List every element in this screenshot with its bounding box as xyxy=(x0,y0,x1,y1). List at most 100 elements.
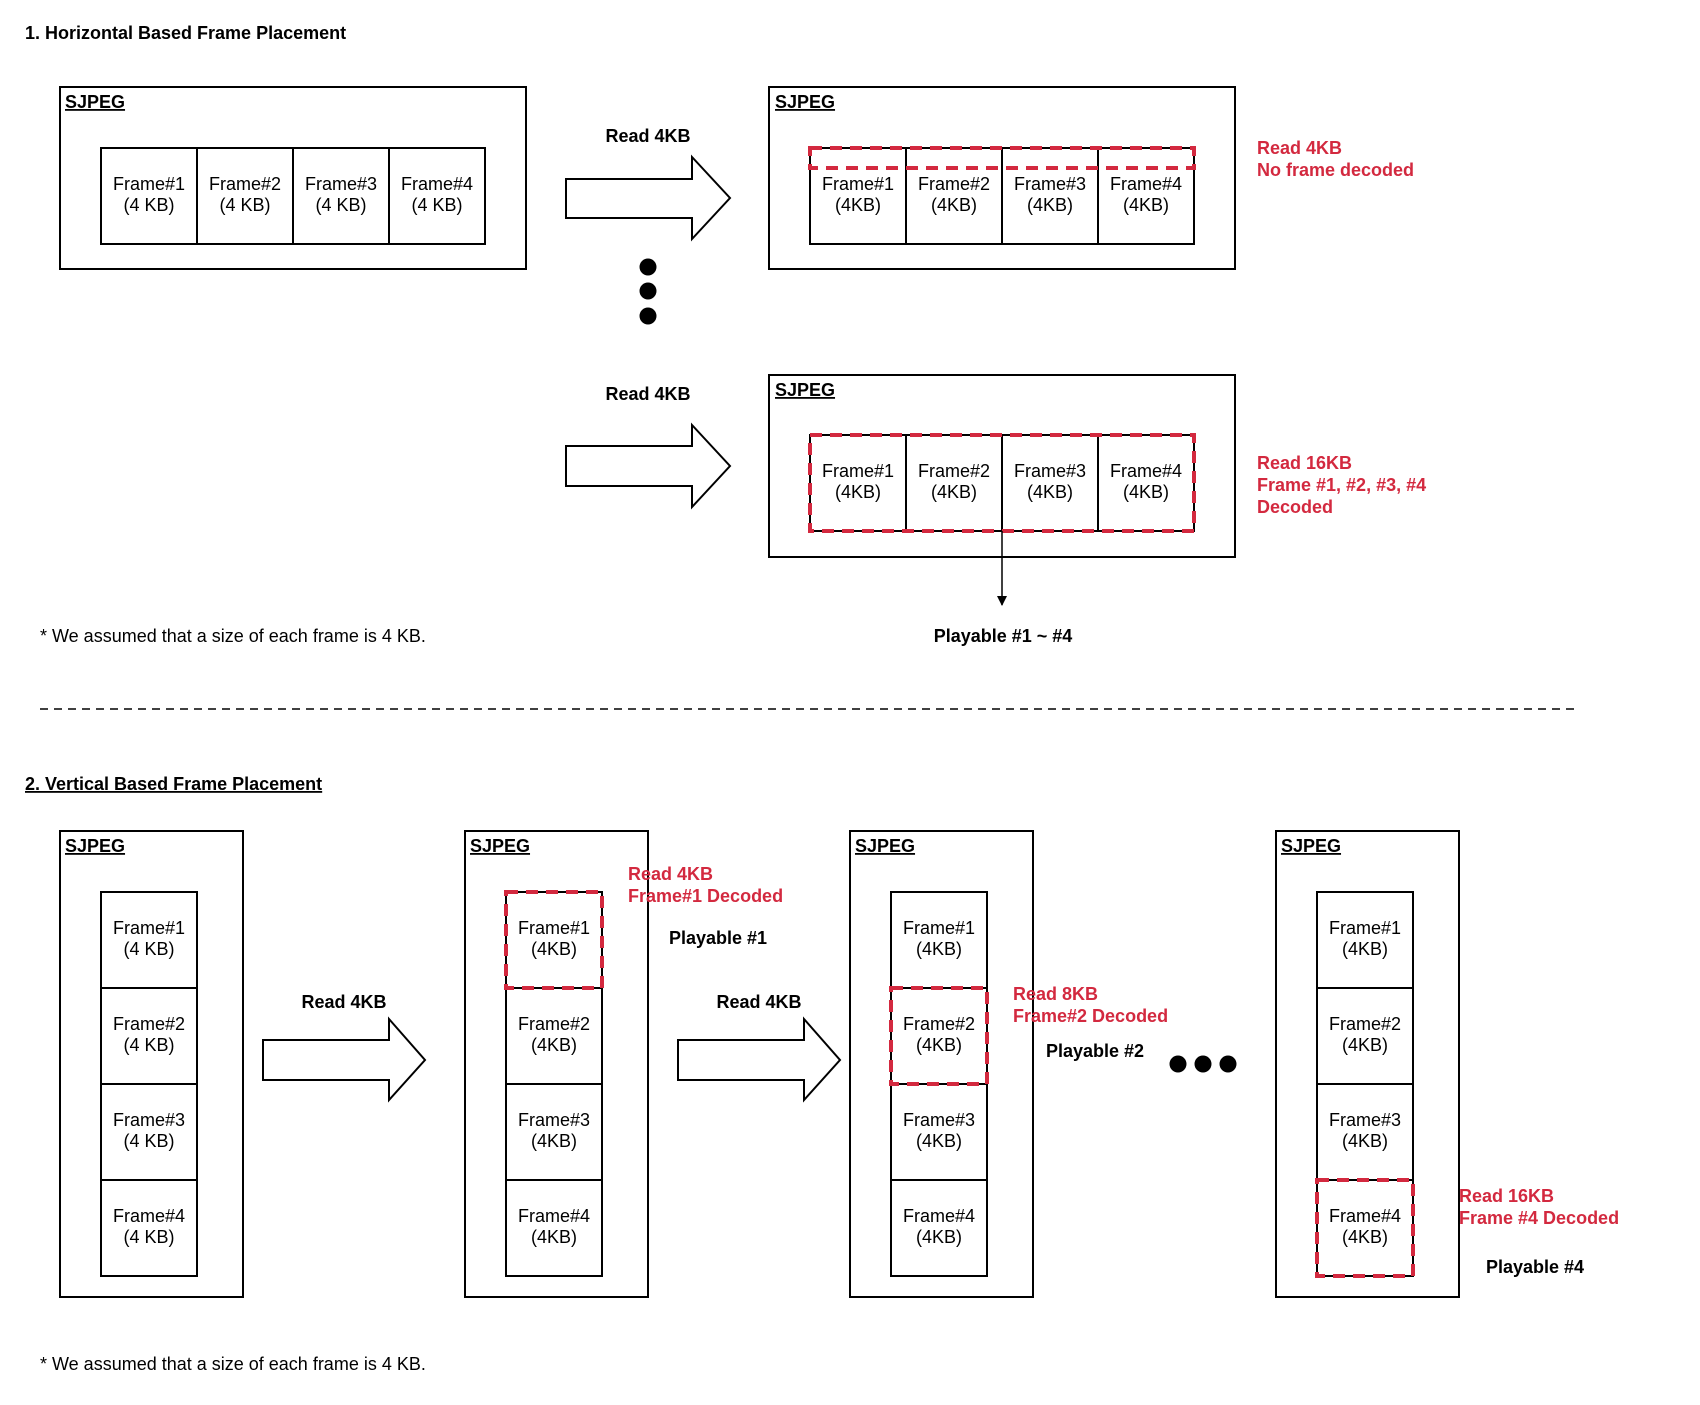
sjpeg-container-v-step1: SJPEG Frame#1 (4KB) Frame#2 (4KB) Frame#… xyxy=(464,830,649,1298)
decode-note: Frame #4 Decoded xyxy=(1459,1208,1619,1228)
read-note: Read 16KB xyxy=(1257,453,1352,473)
frame-cell-1: Frame#1 (4KB) xyxy=(505,891,603,989)
right-arrow-icon xyxy=(565,422,732,510)
frame-name: Frame#3 xyxy=(1014,461,1086,481)
frame-name: Frame#4 xyxy=(1329,1206,1401,1226)
frame-size: (4 KB) xyxy=(219,195,270,215)
frame-name: Frame#4 xyxy=(401,174,473,194)
container-label: SJPEG xyxy=(65,92,125,112)
frame-cell-2: Frame#2 (4KB) xyxy=(1316,987,1414,1085)
frame-name: Frame#2 xyxy=(1329,1014,1401,1034)
arrow-label: Read 4KB xyxy=(605,384,690,404)
arrow-label: Read 4KB xyxy=(301,992,386,1012)
frame-cell-4: Frame#4 (4KB) xyxy=(1097,434,1195,532)
frame-name: Frame#3 xyxy=(113,1110,185,1130)
frame-size: (4 KB) xyxy=(315,195,366,215)
frame-name: Frame#3 xyxy=(305,174,377,194)
sjpeg-container-h-original: SJPEG Frame#1 (4 KB) Frame#2 (4 KB) Fram… xyxy=(59,86,527,270)
read-region-highlight xyxy=(889,986,989,1086)
container-label: SJPEG xyxy=(65,836,125,856)
frame-cell-3: Frame#3 (4KB) xyxy=(890,1083,988,1181)
frame-size: (4 KB) xyxy=(123,1227,174,1247)
footnote: * We assumed that a size of each frame i… xyxy=(40,626,426,646)
frame-cell-4: Frame#4 (4KB) xyxy=(1097,147,1195,245)
frame-cell-4: Frame#4 (4 KB) xyxy=(100,1179,198,1277)
container-label: SJPEG xyxy=(775,380,835,400)
right-arrow-icon xyxy=(677,1016,842,1103)
frame-name: Frame#2 xyxy=(918,174,990,194)
frame-name: Frame#1 xyxy=(518,918,590,938)
frame-name: Frame#4 xyxy=(1110,461,1182,481)
frame-size: (4KB) xyxy=(531,939,577,959)
frame-size: (4KB) xyxy=(1027,482,1073,502)
container-label: SJPEG xyxy=(775,92,835,112)
frame-name: Frame#2 xyxy=(903,1014,975,1034)
sjpeg-container-v-step3: SJPEG Frame#1 (4KB) Frame#2 (4KB) Frame#… xyxy=(1275,830,1460,1298)
frame-size: (4KB) xyxy=(1123,482,1169,502)
frame-name: Frame#3 xyxy=(518,1110,590,1130)
frame-name: Frame#4 xyxy=(518,1206,590,1226)
frame-name: Frame#4 xyxy=(903,1206,975,1226)
sjpeg-container-h-step2: SJPEG Frame#1 (4KB) Frame#2 (4KB) Frame#… xyxy=(768,374,1236,558)
frame-size: (4KB) xyxy=(531,1227,577,1247)
frame-name: Frame#2 xyxy=(113,1014,185,1034)
read-note: Read 8KB xyxy=(1013,984,1098,1004)
frame-cell-3: Frame#3 (4 KB) xyxy=(100,1083,198,1181)
read-note: Read 16KB xyxy=(1459,1186,1554,1206)
decode-note: Frame#1 Decoded xyxy=(628,886,783,906)
frame-cell-1: Frame#1 (4 KB) xyxy=(100,891,198,989)
decode-note-cont: Decoded xyxy=(1257,497,1333,517)
section2-title: 2. Vertical Based Frame Placement xyxy=(25,774,322,794)
read-region-highlight xyxy=(808,146,1196,170)
frame-size: (4KB) xyxy=(531,1131,577,1151)
section1-title: 1. Horizontal Based Frame Placement xyxy=(25,23,346,43)
footnote: * We assumed that a size of each frame i… xyxy=(40,1354,426,1374)
frame-name: Frame#1 xyxy=(113,174,185,194)
container-label: SJPEG xyxy=(855,836,915,856)
frame-cell-4: Frame#4 (4KB) xyxy=(1316,1179,1414,1277)
frame-cell-2: Frame#2 (4 KB) xyxy=(100,987,198,1085)
frame-name: Frame#2 xyxy=(918,461,990,481)
frame-cell-3: Frame#3 (4KB) xyxy=(1001,147,1099,245)
frame-size: (4KB) xyxy=(1123,195,1169,215)
playable-label: Playable #4 xyxy=(1486,1257,1584,1277)
frame-cell-2: Frame#2 (4KB) xyxy=(905,434,1003,532)
frame-name: Frame#3 xyxy=(1329,1110,1401,1130)
frame-size: (4KB) xyxy=(1342,1227,1388,1247)
decode-note: No frame decoded xyxy=(1257,160,1414,180)
frame-cell-3: Frame#3 (4KB) xyxy=(1001,434,1099,532)
frame-name: Frame#4 xyxy=(1110,174,1182,194)
frame-size: (4 KB) xyxy=(123,1131,174,1151)
frame-name: Frame#2 xyxy=(209,174,281,194)
frame-cell-1: Frame#1 (4KB) xyxy=(890,891,988,989)
sjpeg-container-h-step1: SJPEG Frame#1 (4KB) Frame#2 (4KB) Frame#… xyxy=(768,86,1236,270)
frame-size: (4 KB) xyxy=(411,195,462,215)
frame-name: Frame#2 xyxy=(518,1014,590,1034)
frame-name: Frame#3 xyxy=(903,1110,975,1130)
frame-size: (4KB) xyxy=(835,195,881,215)
frame-size: (4 KB) xyxy=(123,195,174,215)
playable-label: Playable #1 ~ #4 xyxy=(934,626,1073,646)
arrow-label: Read 4KB xyxy=(716,992,801,1012)
frame-cell-1: Frame#1 (4 KB) xyxy=(100,147,198,245)
decode-note: Frame#2 Decoded xyxy=(1013,1006,1168,1026)
right-arrow-icon xyxy=(565,154,732,242)
read-region-highlight xyxy=(504,890,604,990)
frame-size: (4KB) xyxy=(531,1035,577,1055)
sjpeg-container-v-original: SJPEG Frame#1 (4 KB) Frame#2 (4 KB) Fram… xyxy=(59,830,244,1298)
frame-cell-1: Frame#1 (4KB) xyxy=(809,147,907,245)
read-region-highlight xyxy=(1315,1178,1415,1278)
frame-name: Frame#1 xyxy=(822,174,894,194)
frame-size: (4KB) xyxy=(916,1035,962,1055)
frame-cell-1: Frame#1 (4KB) xyxy=(809,434,907,532)
read-note: Read 4KB xyxy=(628,864,713,884)
frame-name: Frame#4 xyxy=(113,1206,185,1226)
arrow-label: Read 4KB xyxy=(605,126,690,146)
decode-note: Frame #1, #2, #3, #4 xyxy=(1257,475,1426,495)
ellipsis-icon xyxy=(639,258,657,325)
read-note: Read 4KB xyxy=(1257,138,1342,158)
playable-label: Playable #2 xyxy=(1046,1041,1144,1061)
container-label: SJPEG xyxy=(470,836,530,856)
frame-cell-2: Frame#2 (4KB) xyxy=(505,987,603,1085)
